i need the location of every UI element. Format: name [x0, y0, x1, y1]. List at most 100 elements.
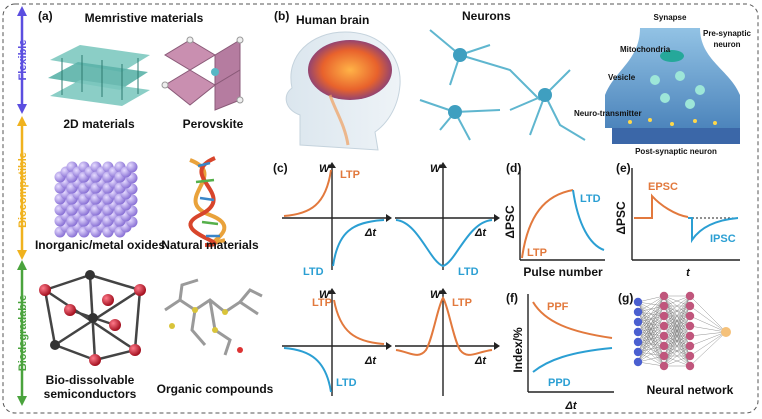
- nn-input-node: [633, 297, 643, 307]
- c3-ltp-curve: [333, 299, 385, 345]
- nn-input-node: [633, 307, 643, 317]
- nn-hidden-node: [685, 291, 695, 301]
- nn-edge: [663, 295, 691, 337]
- e-epsc-label: EPSC: [648, 181, 678, 193]
- outer-frame: [2, 3, 759, 414]
- c4-w-label: W: [430, 289, 442, 301]
- nn-edge: [689, 331, 727, 347]
- nn-hidden-node: [659, 321, 669, 331]
- mitochondria-label: Mitochondria: [620, 45, 671, 54]
- nn-edge: [689, 315, 727, 333]
- metal-oxides-label: Inorganic/metal oxides: [35, 238, 165, 252]
- c1-ltd-label: LTD: [303, 266, 324, 278]
- vesicle-label: Vesicle: [608, 73, 636, 82]
- panel-a-title: Memristive materials: [85, 11, 204, 25]
- c1-ltp-curve: [283, 169, 332, 217]
- nn-edge: [637, 295, 665, 333]
- f-ppf-curve: [532, 301, 613, 339]
- nn-edge: [637, 355, 665, 363]
- nn-hidden-node: [685, 321, 695, 331]
- biodegradable-arrow-down-icon: [17, 396, 27, 406]
- perovskite-label: Perovskite: [183, 117, 244, 131]
- nn-edge: [663, 315, 691, 367]
- nn-edge: [663, 345, 691, 367]
- c4-dt-label: Δt: [474, 355, 487, 367]
- panel-a: (a) Memristive materials 2D materials Pe…: [35, 9, 274, 401]
- nn-hidden-node: [659, 311, 669, 321]
- neural-network-graphic: [633, 291, 731, 371]
- panel-g-label: (g): [618, 291, 633, 305]
- e-xlabel: t: [686, 267, 691, 279]
- biodegradable-arrow-up-icon: [17, 260, 27, 270]
- panel-d: (d) ΔPSC Pulse number LTP LTD: [503, 161, 605, 279]
- d-ltd-curve: [572, 189, 605, 251]
- nn-input-node: [633, 357, 643, 367]
- f-ppd-curve: [532, 347, 613, 373]
- nn-edge: [637, 361, 665, 367]
- nn-edge: [637, 305, 665, 363]
- nn-hidden-node: [659, 351, 669, 361]
- c2-ltd-label: LTD: [458, 266, 479, 278]
- nn-edge: [637, 295, 665, 323]
- nn-edge: [689, 295, 727, 333]
- oxide-atom: [126, 161, 138, 173]
- neurons-label: Neurons: [462, 9, 511, 23]
- post-synaptic-membrane: [612, 128, 740, 144]
- nn-hidden-node: [685, 341, 695, 351]
- panel-d-label: (d): [506, 161, 521, 175]
- nn-edge: [663, 295, 691, 347]
- c3-dt-label: Δt: [364, 355, 377, 367]
- pre-synaptic-label-2: neuron: [713, 40, 740, 49]
- neuron-bodies: [448, 48, 552, 119]
- nn-edge: [663, 295, 691, 367]
- organic-compounds-label: Organic compounds: [157, 382, 274, 396]
- c1-ltd-curve: [332, 219, 385, 267]
- nn-hidden-node: [685, 311, 695, 321]
- c3-ltd-label: LTD: [336, 377, 357, 389]
- panel-a-label: (a): [38, 9, 53, 23]
- flexible-label: Flexible: [17, 40, 29, 81]
- nn-input-node: [633, 317, 643, 327]
- panel-e-label: (e): [616, 161, 631, 175]
- flexible-arrow-down-icon: [17, 104, 27, 114]
- nn-hidden-node: [685, 301, 695, 311]
- nn-hidden-node: [659, 301, 669, 311]
- nn-edge: [637, 295, 665, 363]
- nn-edge: [637, 335, 665, 363]
- nn-edge: [637, 315, 665, 363]
- human-brain-label: Human brain: [296, 13, 369, 27]
- e-ylabel: ΔPSC: [614, 201, 628, 235]
- c3-ltd-curve: [283, 347, 332, 393]
- panel-b-label: (b): [274, 9, 289, 23]
- post-synaptic-label: Post-synaptic neuron: [635, 147, 717, 156]
- panel-e: (e) ΔPSC t EPSC IPSC: [614, 161, 740, 279]
- nn-edge: [637, 345, 665, 363]
- nn-output-node: [721, 327, 731, 337]
- biodegradable-label: Biodegradable: [17, 295, 29, 371]
- nn-hidden-node: [659, 341, 669, 351]
- nn-edge: [663, 295, 691, 317]
- nn-edge: [663, 335, 691, 367]
- c1-ltp-label: LTP: [340, 169, 360, 181]
- d-ltp-label: LTP: [527, 247, 547, 259]
- nn-edge: [689, 331, 727, 337]
- nn-input-node: [633, 347, 643, 357]
- nn-edge: [663, 295, 691, 357]
- mitochondria-graphic: [660, 50, 684, 62]
- panel-c-label: (c): [273, 161, 288, 175]
- panel-c: (c) W LTP LTD Δt W LTD Δt W LTP LTD Δt: [273, 161, 500, 396]
- f-xlabel: Δt: [564, 400, 577, 412]
- neurotransmitters-graphic: [628, 118, 717, 126]
- 2d-materials-label: 2D materials: [63, 117, 135, 131]
- e-ipsc-label: IPSC: [710, 233, 736, 245]
- biocompatible-arrow-down-icon: [17, 250, 27, 260]
- panel-f-label: (f): [506, 291, 518, 305]
- vesicles-graphic: [650, 71, 705, 109]
- flexible-arrow-up-icon: [17, 6, 27, 16]
- nn-hidden-node: [685, 351, 695, 361]
- nn-edge: [637, 295, 665, 303]
- nn-hidden-node: [685, 331, 695, 341]
- f-ppf-label: PPF: [547, 301, 569, 313]
- brain-graphic: [308, 40, 392, 100]
